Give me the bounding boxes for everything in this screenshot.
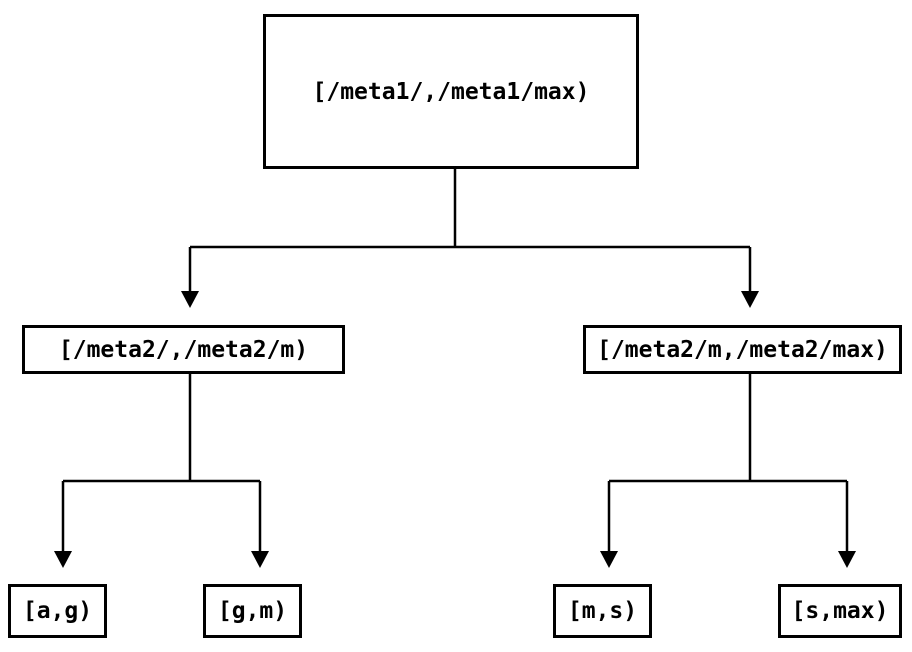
node-leaf-smax: [s,max) xyxy=(778,584,902,638)
arrowhead-icon xyxy=(741,291,759,308)
node-meta2-right: [/meta2/m,/meta2/max) xyxy=(583,325,902,374)
connector-left-branch xyxy=(54,374,269,568)
node-root: [/meta1/,/meta1/max) xyxy=(263,14,639,169)
arrowhead-icon xyxy=(838,551,856,568)
arrowhead-icon xyxy=(54,551,72,568)
arrowhead-icon xyxy=(251,551,269,568)
arrowhead-icon xyxy=(600,551,618,568)
connector-right-branch xyxy=(600,374,856,568)
arrowhead-icon xyxy=(181,291,199,308)
node-leaf-gm: [g,m) xyxy=(203,584,302,638)
connector-root-branch xyxy=(181,169,759,308)
node-meta2-left: [/meta2/,/meta2/m) xyxy=(22,325,345,374)
node-leaf-ms: [m,s) xyxy=(553,584,652,638)
node-leaf-ag: [a,g) xyxy=(8,584,107,638)
